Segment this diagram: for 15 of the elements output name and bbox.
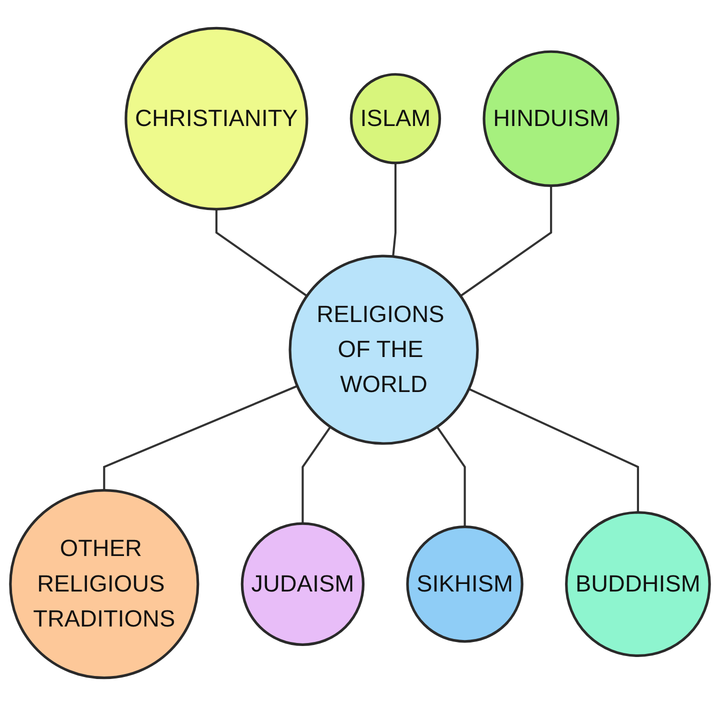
node-circle: BUDDHISM xyxy=(565,511,711,657)
node-circle: ISLAM xyxy=(350,73,442,164)
node-circle: RELIGIONS OF THE WORLD xyxy=(288,254,479,445)
connector xyxy=(392,162,397,257)
node-circle: OTHER RELIGIOUS TRADITIONS xyxy=(9,489,200,680)
connector xyxy=(436,426,466,527)
connector xyxy=(215,209,308,297)
node-circle: JUDAISM xyxy=(240,522,365,646)
connector xyxy=(103,385,298,490)
connector xyxy=(468,388,640,512)
node-circle: CHRISTIANITY xyxy=(124,26,308,210)
node-circle: SIKHISM xyxy=(406,526,524,643)
connector xyxy=(302,426,332,524)
node-circle: HINDUISM xyxy=(482,50,620,188)
connector xyxy=(460,186,552,297)
